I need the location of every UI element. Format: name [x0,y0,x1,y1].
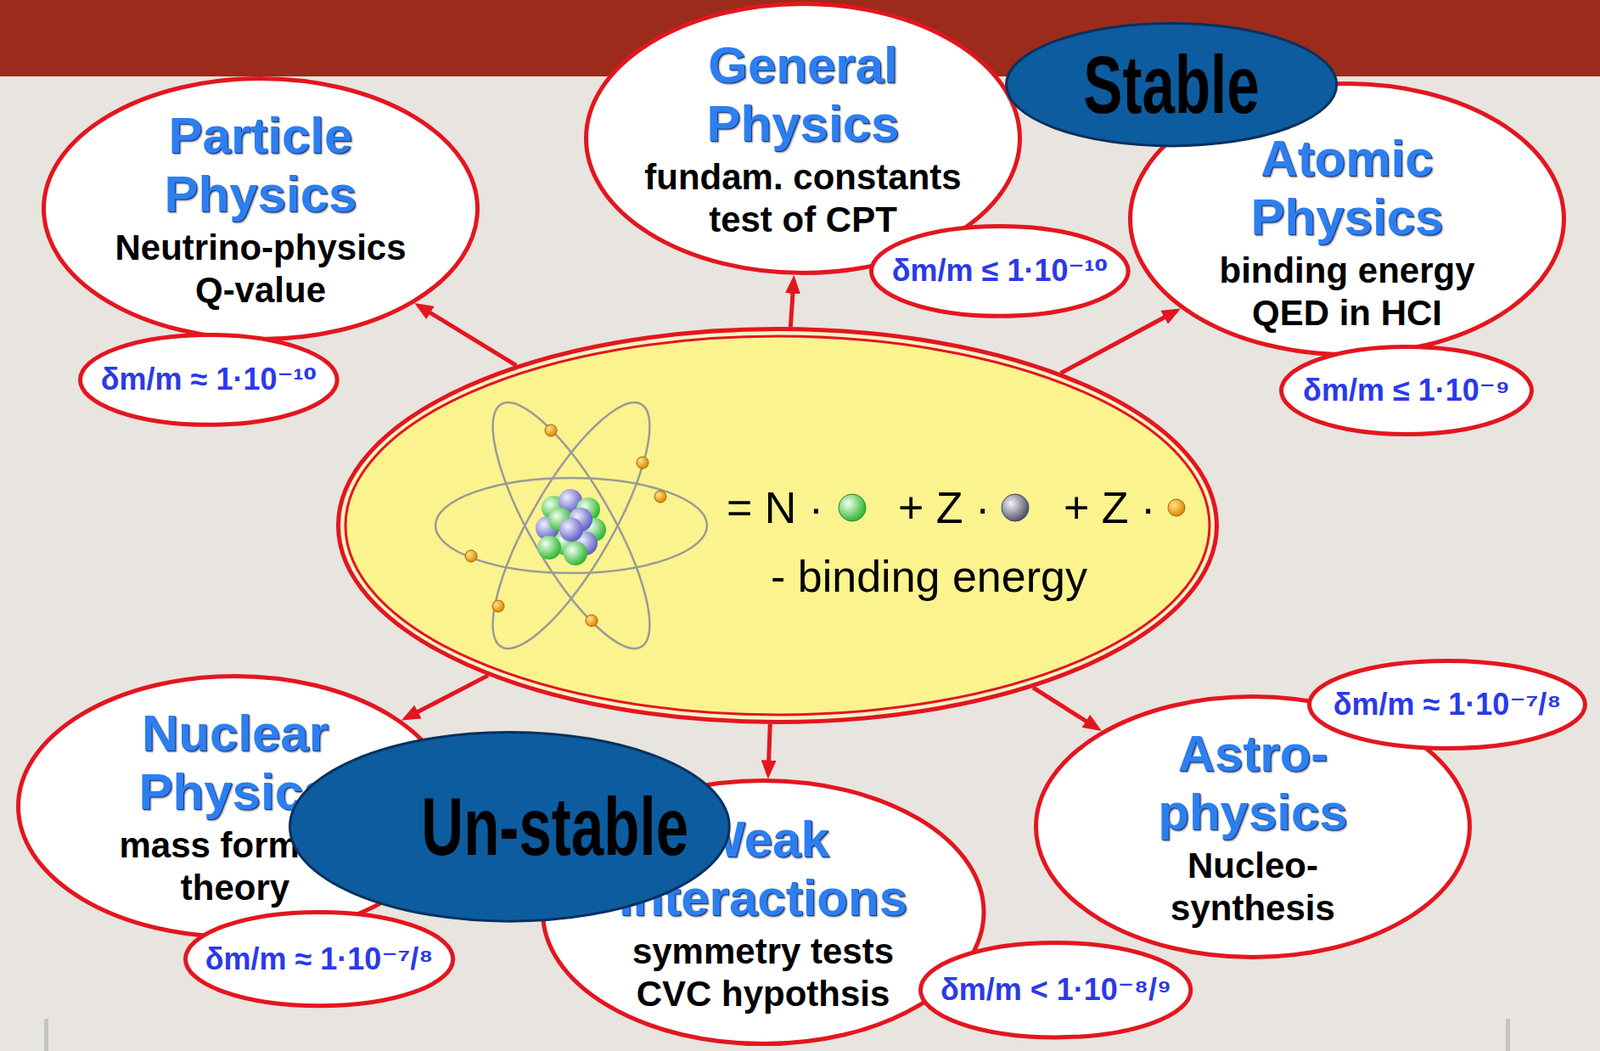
electron [492,600,505,612]
atom-formula-ellipse: = N · + Z · + Z · - binding energy [336,326,1219,725]
stability-label: Un-stable [421,790,689,864]
atom-illustration [435,383,708,668]
field-topics: Neutrino-physics Q-value [103,226,418,313]
precision-value: δm/m ≤ 1·10⁻¹⁰ [892,252,1108,289]
text-block: δm/m ≈ 1·10⁻¹⁰ [101,360,317,398]
text-block: Particle PhysicsNeutrino-physics Q-value [103,106,418,313]
electron [654,490,667,503]
arrow-connector [418,305,517,365]
electron [544,424,557,437]
orbit [465,383,677,668]
precision-ellipse: δm/m < 1·10⁻⁸/⁹ [918,940,1193,1039]
arrow-connector [1032,687,1098,729]
arrow-connector [405,675,489,719]
field-heading: General Physics [637,35,969,153]
ellipse-outline [871,225,1129,316]
ellipse-outline [1281,347,1533,435]
orbit [465,383,677,668]
field-ellipse: Particle PhysicsNeutrino-physics Q-value [41,76,480,342]
precision-ellipse: δm/m ≈ 1·10⁻⁷/⁸ [183,909,455,1008]
field-heading: Astro- physics [1142,724,1364,842]
field-topics: Nucleo- synthesis [1142,844,1364,931]
electron [585,614,598,627]
ellipse-outline [80,334,338,425]
orbit [435,477,708,573]
ellipse-outline [1005,23,1337,146]
ellipse-outline [345,336,1210,715]
field-topics: binding energy QED in HCI [1202,249,1492,336]
text-block: δm/m ≈ 1·10⁻⁷/⁸ [1333,685,1562,723]
text-block: δm/m ≤ 1·10⁻¹⁰ [892,252,1108,289]
neutron [563,541,588,566]
ellipse-outline [542,780,984,1045]
electron-symbol [1167,499,1185,517]
electron [465,550,478,562]
neutron-symbol [838,494,866,522]
arrow-connector [768,724,770,775]
ellipse-outline [338,329,1218,723]
stability-label: Stable [1083,48,1259,122]
stability-badge: Un-stable [288,730,731,923]
neutron [537,535,562,560]
ellipse-outline [289,732,730,922]
ellipse-outline [44,78,478,340]
ellipse-outline [1309,661,1586,749]
field-topics: fundam. constants test of CPT [637,156,969,242]
text-block: Astro- physicsNucleo- synthesis [1142,724,1364,931]
arrow-connector [790,280,794,327]
text-block: Stable [1031,48,1312,122]
arrow-connector [1061,310,1177,373]
precision-value: δm/m ≤ 1·10⁻⁹ [1302,371,1511,409]
formula-term: = N · [726,482,824,534]
center-band [337,328,1218,723]
electron [636,456,649,469]
ellipse-outline [920,942,1191,1037]
formula-term: + Z · [898,482,990,534]
page-border [1505,1018,1511,1051]
center-fill [345,336,1210,715]
precision-ellipse: δm/m ≤ 1·10⁻¹⁰ [869,224,1131,319]
text-block: δm/m ≈ 1·10⁻⁷/⁸ [205,940,434,977]
text-block: General Physicsfundam. constants test of… [637,35,969,242]
formula-slot: - binding energy [770,550,1088,602]
ellipse-outline [1130,84,1565,355]
field-heading: Atomic Physics [1202,129,1492,247]
precision-ellipse: δm/m ≤ 1·10⁻⁹ [1279,344,1534,437]
text-block: Un-stable [369,790,650,864]
precision-value: δm/m ≈ 1·10⁻⁷/⁸ [1333,685,1562,723]
precision-value: δm/m ≈ 1·10⁻¹⁰ [101,360,317,398]
field-topics: symmetry tests CVC hypothsis [601,930,925,1017]
proton [559,517,584,542]
precision-value: δm/m < 1·10⁻⁸/⁹ [940,971,1172,1008]
precision-ellipse: δm/m ≈ 1·10⁻⁷/⁸ [1307,658,1588,751]
formula-slot: + Z · [898,482,990,534]
proton-symbol [1001,494,1029,522]
binding-energy-term: - binding energy [770,550,1088,602]
formula-slot: + Z · [1063,482,1156,534]
precision-ellipse: δm/m ≈ 1·10⁻¹⁰ [78,332,340,427]
precision-value: δm/m ≈ 1·10⁻⁷/⁸ [205,940,434,977]
text-block: δm/m ≤ 1·10⁻⁹ [1302,371,1511,409]
stability-badge: Stable [1004,22,1338,147]
field-heading: Particle Physics [103,106,418,224]
formula-term: + Z · [1063,482,1156,534]
text-block: Atomic Physicsbinding energy QED in HCI [1202,129,1492,336]
page-border [44,1018,49,1051]
text-block: δm/m < 1·10⁻⁸/⁹ [940,971,1172,1008]
formula-slot: = N · [726,482,824,534]
ellipse-outline [185,912,453,1006]
